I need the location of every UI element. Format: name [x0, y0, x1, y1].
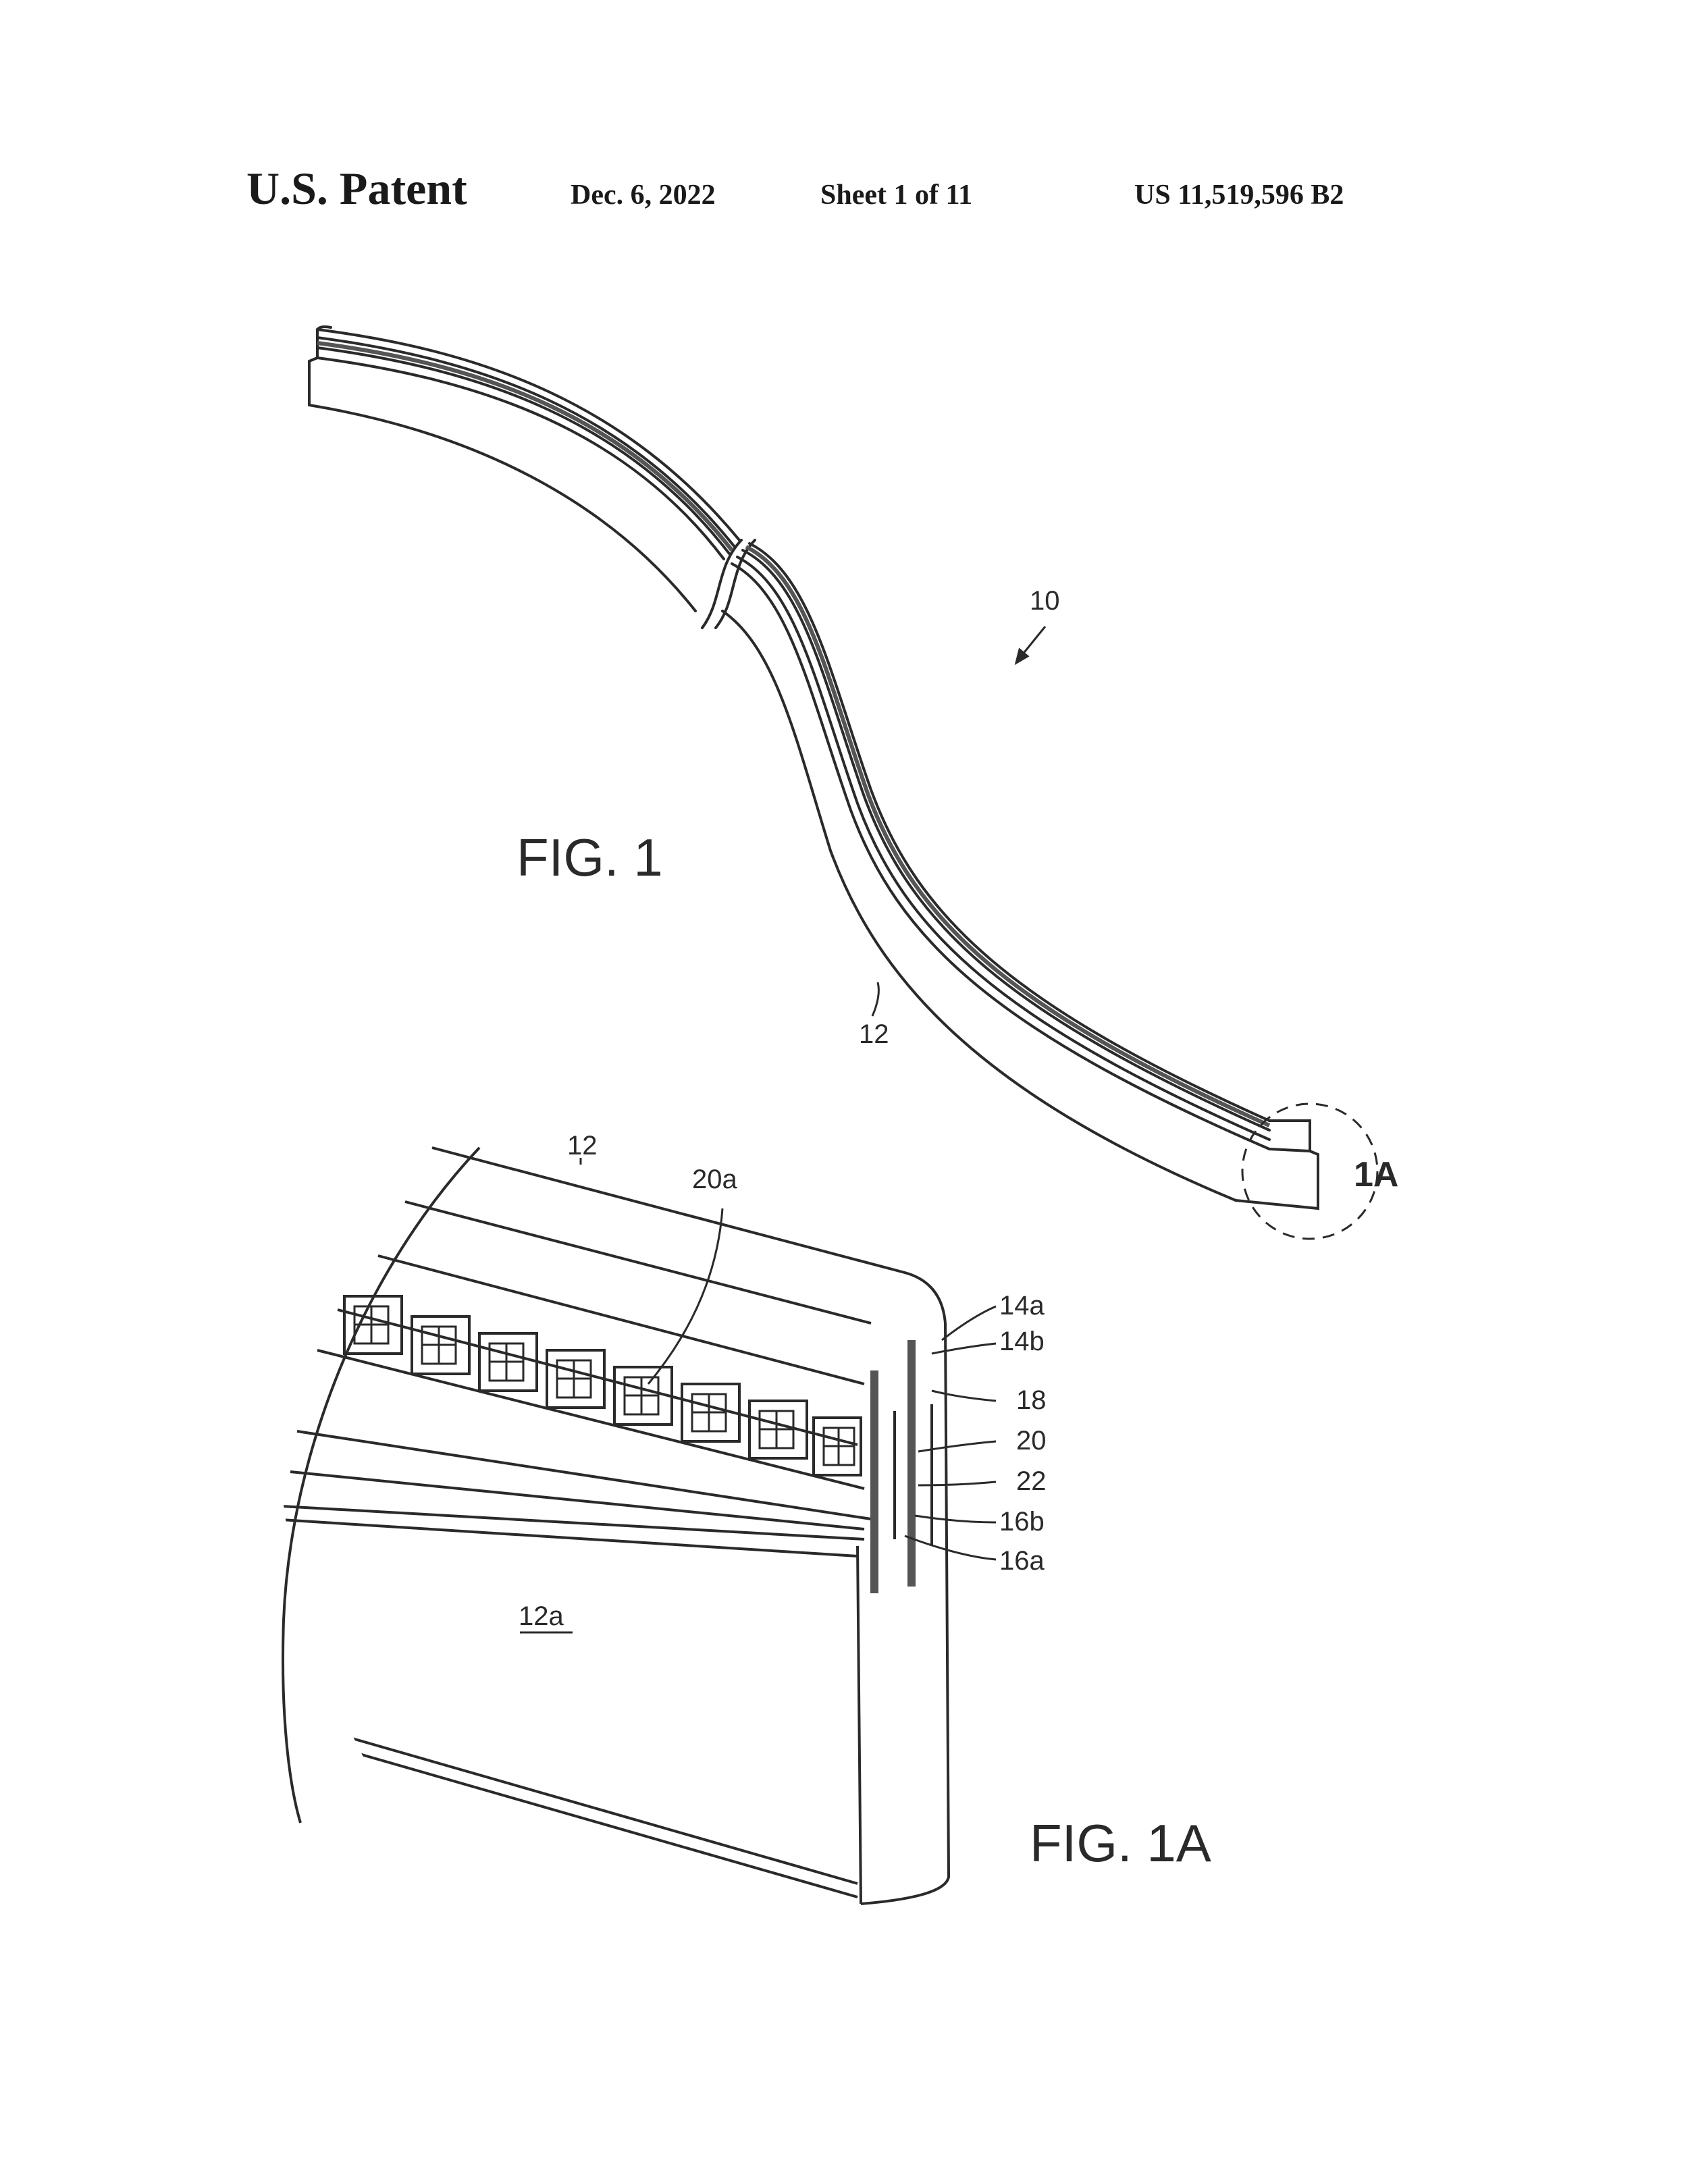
- ref-22: 22: [1016, 1466, 1047, 1496]
- fig1-label: FIG. 1: [517, 828, 663, 887]
- fig1-strip-hatch: [317, 341, 1271, 1127]
- ref-16b: 16b: [999, 1507, 1045, 1537]
- fig1a-layers: [870, 1340, 933, 1593]
- ref-10-arrow: [1014, 626, 1047, 666]
- patent-title: U.S. Patent: [246, 163, 467, 214]
- patent-number: US 11,519,596 B2: [1134, 180, 1344, 211]
- ref-12a: 12a: [519, 1601, 564, 1631]
- fig1a-boundary-arc: [282, 1146, 481, 1823]
- ref-14b: 14b: [999, 1327, 1045, 1356]
- fig1a-emitters: [343, 1295, 862, 1476]
- ref-20a: 20a: [692, 1165, 737, 1194]
- ref-12-leader: [871, 982, 880, 1017]
- fig1a-label: FIG. 1A: [1030, 1813, 1211, 1873]
- ref-14a: 14a: [999, 1291, 1045, 1321]
- sheet-number: Sheet 1 of 11: [820, 180, 973, 211]
- patent-date: Dec. 6, 2022: [571, 180, 716, 211]
- ref-12-detail: 12: [567, 1131, 598, 1161]
- ref-20: 20: [1016, 1426, 1047, 1456]
- fig1a-detail: [277, 1146, 951, 1905]
- ref-10: 10: [1030, 586, 1060, 616]
- ref-16a: 16a: [999, 1546, 1045, 1576]
- detail-callout-1a: 1A: [1354, 1155, 1399, 1194]
- ref-12: 12: [859, 1019, 889, 1049]
- ref-18: 18: [1016, 1385, 1047, 1415]
- fig1a-leaders: [579, 1158, 997, 1561]
- fig1-strip: [308, 325, 1319, 1210]
- detail-circle-1a: [1241, 1102, 1379, 1240]
